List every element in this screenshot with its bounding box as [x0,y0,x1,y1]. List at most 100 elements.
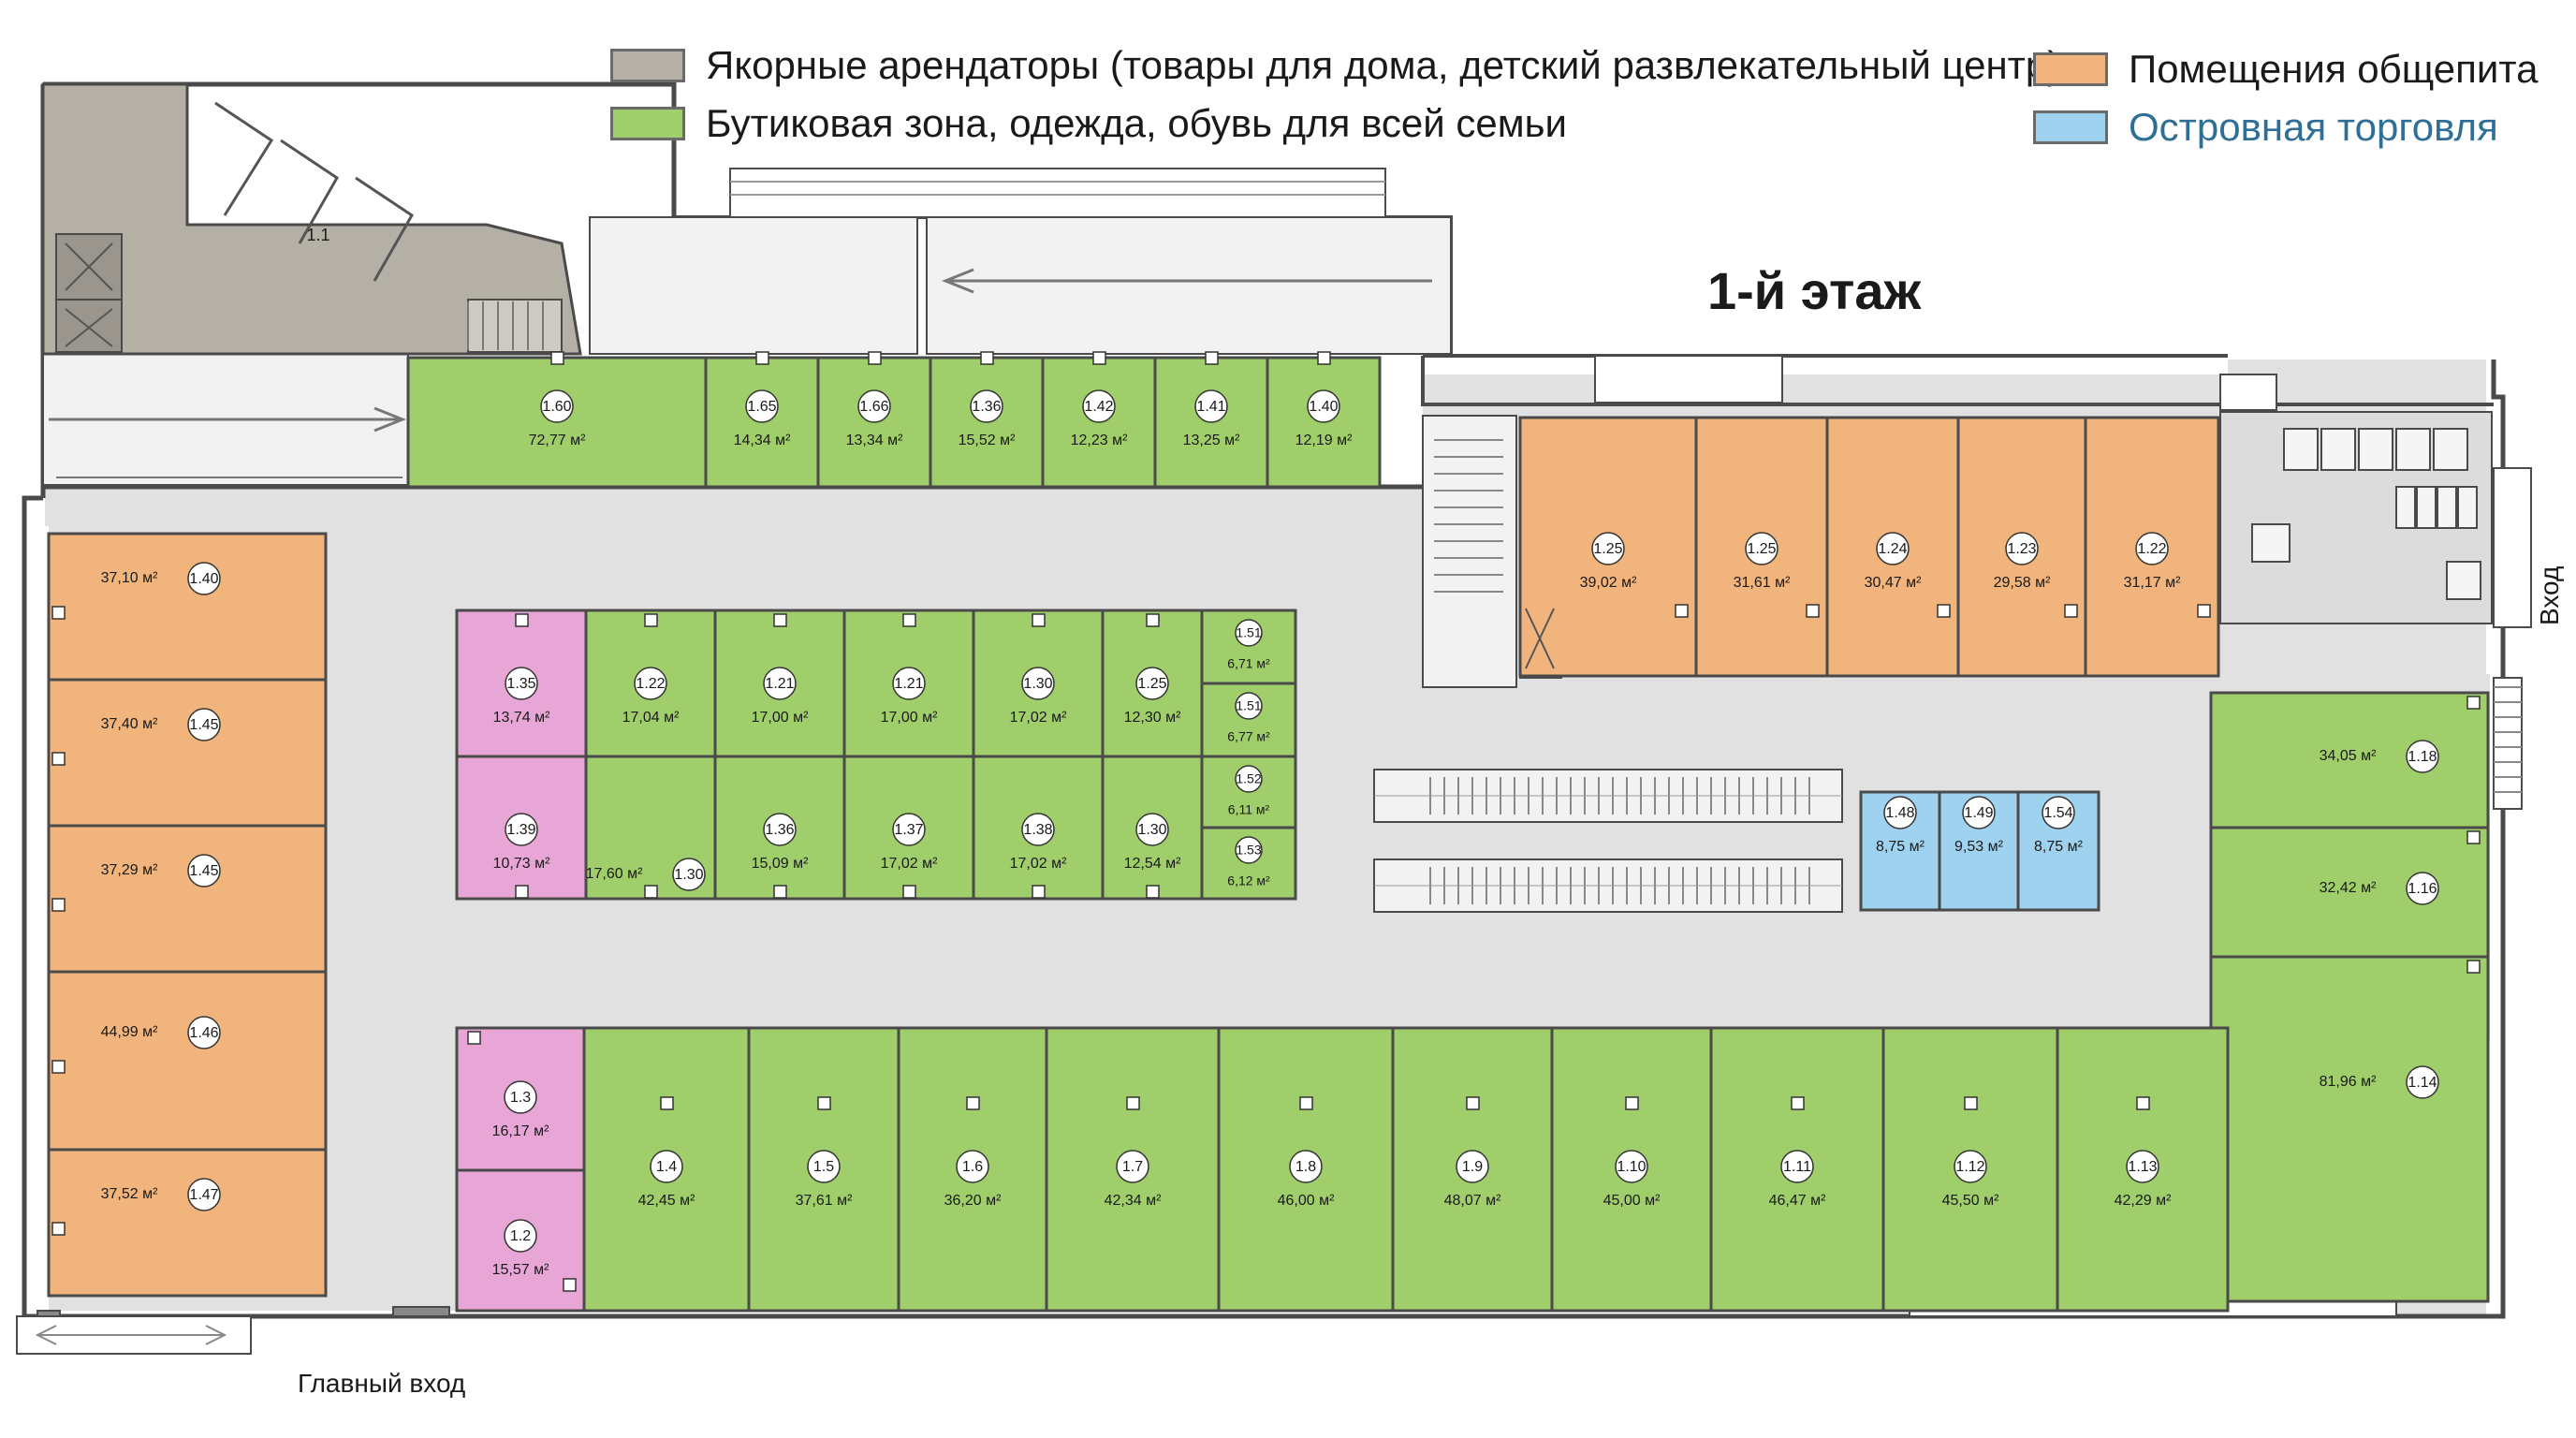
unit-bottom-8-area: 45,00 м² [1603,1193,1661,1209]
unit-mid1-3: 1.21 17,00 м² [842,609,975,758]
unit-mid2-2-badge [763,813,797,846]
unit-left-4-area: 37,52 м² [101,1186,158,1202]
unit-bottom-11-area: 42,29 м² [2115,1193,2172,1209]
unit-left-4-room [47,1148,328,1298]
unit-left-1-marker [51,752,66,766]
unit-mid1-1-number: 1.22 [636,676,665,692]
unit-food-2-badge [1876,532,1910,565]
unit-bottom-8-number: 1.10 [1617,1159,1646,1175]
legend-food-swatch [2033,52,2108,86]
unit-top-2-area: 13,34 м² [846,433,903,448]
unit-left-0-badge [187,562,221,595]
main-door [392,1306,450,1317]
unit-bottom-2-number: 1.4 [656,1159,677,1175]
elevator-icon [65,242,113,347]
toilet-cubicle-b [2457,486,2478,529]
unit-right-0-marker [2466,696,2481,710]
unit-top-5-badge [1194,389,1228,423]
service-arrow-icon [941,268,1432,294]
unit-mid1-3-number: 1.21 [894,676,923,692]
canopy-lines [730,181,1385,196]
unit-island-0-badge [1883,796,1917,829]
unit-mid1-1-badge [634,667,667,700]
corridor-north [45,489,1430,526]
unit-mid2-4-badge [1021,813,1055,846]
unit-bottom-1-area: 15,57 м² [492,1262,549,1278]
unit-bottom-4-marker [966,1096,980,1110]
unit-small-2: 1.526,11 м² [1200,755,1297,829]
unit-food-2-number: 1.24 [1878,541,1907,557]
unit-small-1: 1.516,77 м² [1200,682,1297,758]
unit-mid1-4-area: 17,02 м² [1010,710,1067,726]
toilet-cubicle [2395,428,2431,471]
unit-top-5-area: 13,25 м² [1183,433,1240,448]
unit-mid2-0-marker [515,885,529,899]
legend-anchor-label: Якорные арендаторы (товары для дома, дет… [706,43,2061,87]
unit-bottom-9-badge [1780,1150,1814,1183]
unit-bottom-2-area: 42,45 м² [638,1193,695,1209]
unit-bottom-8-marker [1625,1096,1639,1110]
unit-small-2-area: 6,11 м² [1228,802,1270,817]
unit-bottom-1-number: 1.2 [510,1228,531,1244]
unit-bottom-11-badge [2126,1150,2159,1183]
unit-left-0-area: 37,10 м² [101,570,158,586]
unit-top-2-number: 1.66 [859,399,888,415]
unit-left-2-marker [51,898,66,912]
unit-mid1-4-number: 1.30 [1023,676,1052,692]
unit-mid1-5-badge [1135,667,1169,700]
unit-island-2-number: 1.54 [2043,805,2072,821]
unit-bottom-4-number: 1.6 [962,1159,983,1175]
unit-top-2-marker [868,351,882,365]
unit-bottom-5-marker [1126,1096,1140,1110]
unit-left-4-marker [51,1222,66,1236]
entrance-door [37,1310,61,1317]
unit-food-1-marker [1806,604,1820,618]
unit-mid1-4: 1.30 17,02 м² [972,609,1105,758]
unit-top-3-number: 1.36 [972,399,1001,415]
unit-top-3-badge [970,389,1003,423]
unit-bottom-10-marker [1964,1096,1978,1110]
unit-bottom-3-area: 37,61 м² [796,1193,853,1209]
unit-mid2-5-badge [1135,813,1169,846]
unit-bottom-4: 1.636,20 м² [897,1026,1048,1313]
unit-left-1-area: 37,40 м² [101,716,158,732]
unit-left-0-number: 1.40 [189,571,218,587]
unit-mid1-4-marker [1032,613,1046,627]
unit-bottom-2-badge [650,1150,683,1183]
unit-left-4-number: 1.47 [189,1187,218,1203]
unit-bottom-0-number: 1.3 [510,1090,531,1106]
unit-top-2: 1.66 13,34 м² [816,351,932,489]
dock-arrow-icon [49,406,407,433]
unit-small-3-number: 1.53 [1236,843,1261,858]
unit-small-0-badge [1235,619,1263,647]
unit-small-3: 1.536,12 м² [1200,826,1297,901]
unit-bottom-7-marker [1466,1096,1480,1110]
unit-top-6-number: 1.40 [1309,399,1338,415]
unit-right-1-badge [2406,872,2439,905]
unit-mid1-5-marker [1146,613,1160,627]
unit-mid1-5-number: 1.25 [1137,676,1166,692]
unit-bottom-5-number: 1.7 [1122,1159,1143,1175]
unit-mid1-3-area: 17,00 м² [881,710,938,726]
unit-bottom-9-area: 46,47 м² [1769,1193,1826,1209]
unit-right-2-badge [2406,1065,2439,1099]
unit-small-0-area: 6,71 м² [1227,656,1270,671]
unit-bottom-11-marker [2136,1096,2150,1110]
unit-left-2-area: 37,29 м² [101,862,158,878]
legend-island: Островная торговля [2033,105,2498,150]
unit-bottom-2: 1.4 42,45 м² [582,1026,751,1313]
